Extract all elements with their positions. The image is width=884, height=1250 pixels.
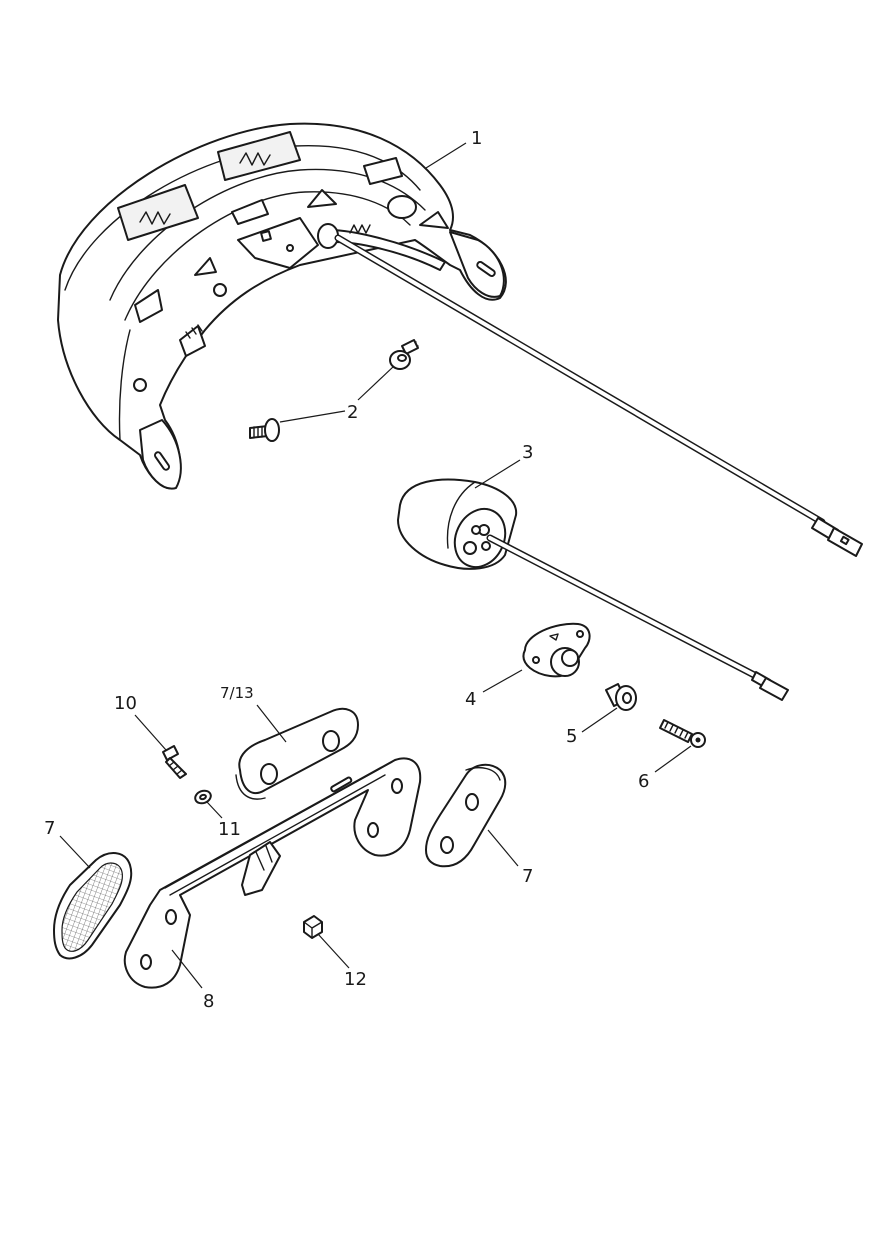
part-8-bracket [123,757,422,989]
leader-lines [59,142,692,989]
callout-4: 4 [465,689,476,710]
callout-7-left: 7 [44,818,55,839]
part-2-screw-lower [249,418,280,442]
callout-labels: 1 2 3 4 5 6 7/13 7 7 8 10 11 12 [44,128,649,1012]
part-3-lamp-unit [397,478,518,570]
callout-10: 10 [114,693,137,714]
part-1-rear-light-housing [57,122,507,490]
part-7-pad-right [425,763,507,868]
callout-3: 3 [522,442,533,463]
part-5-spacer [605,683,637,711]
part-12-nut [303,915,323,939]
callout-1: 1 [471,128,482,149]
callout-8: 8 [203,991,214,1012]
callout-2: 2 [347,402,358,423]
callout-7-13: 7/13 [220,684,254,702]
callout-7-right: 7 [522,866,533,887]
part-2-screw-upper [389,339,419,370]
callout-5: 5 [566,726,577,747]
callout-6: 6 [638,771,649,792]
callout-11: 11 [218,819,241,840]
part-3-cable [486,534,789,701]
part-4-lamp-holder [522,622,591,678]
callout-12: 12 [344,969,367,990]
part-6-bolt [659,719,706,748]
part-10-bolt [162,745,187,779]
part-1-cable [334,234,863,557]
part-7-13-pad [235,707,359,800]
part-7-reflector-left [53,852,133,960]
part-11-washer [194,789,212,805]
